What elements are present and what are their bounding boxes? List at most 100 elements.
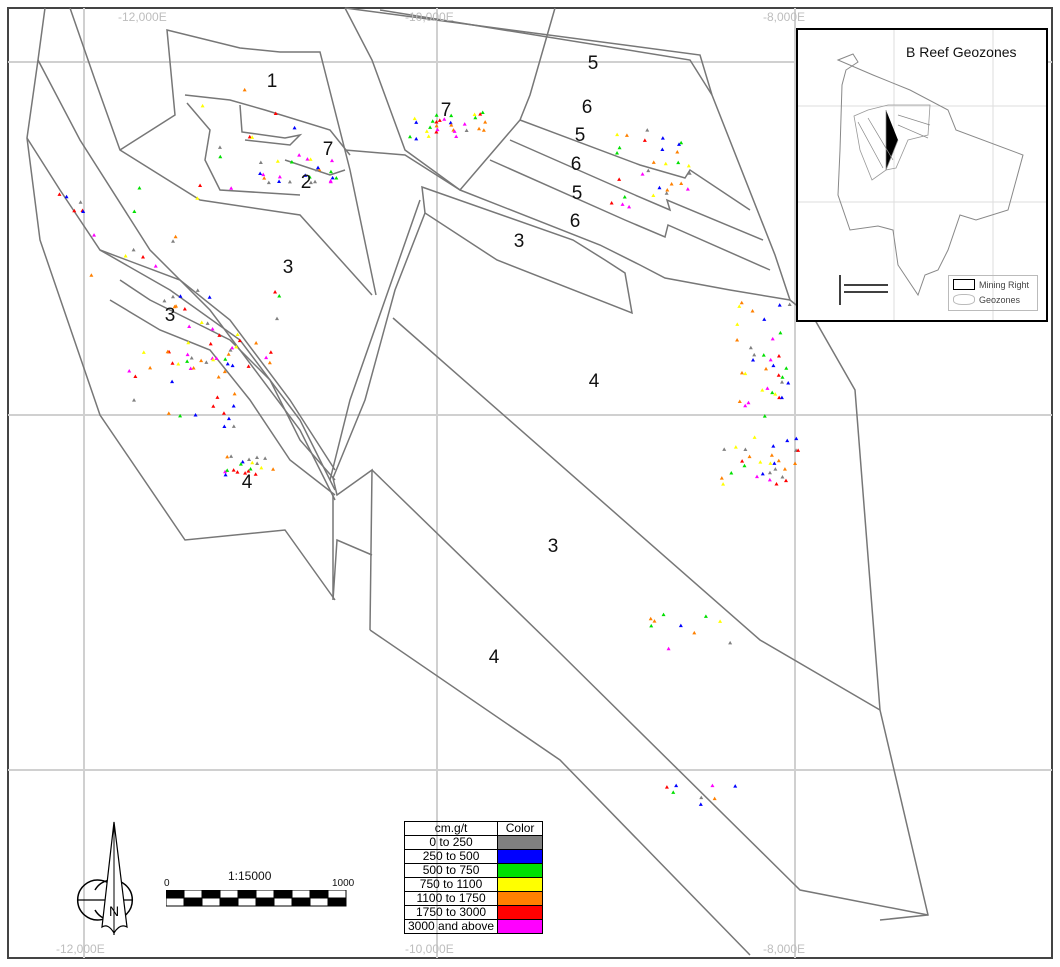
sample-point <box>165 349 170 354</box>
sample-point <box>193 413 198 417</box>
zone-boundary <box>37 59 336 501</box>
sample-point <box>780 375 785 379</box>
sample-point <box>81 209 86 213</box>
sample-point <box>277 179 282 183</box>
sample-point <box>187 324 192 329</box>
zone-label: 3 <box>164 305 176 326</box>
sample-point <box>263 456 268 460</box>
sample-point <box>303 173 308 177</box>
zone-boundary <box>329 199 421 481</box>
sample-point <box>205 321 210 325</box>
sample-point <box>262 176 267 180</box>
sample-point <box>434 119 439 124</box>
legend-row: 0 to 250 <box>403 835 544 850</box>
zone-boundary <box>119 29 377 296</box>
sample-point <box>185 359 190 363</box>
legend-class-label: 1750 to 3000 <box>403 905 499 920</box>
sample-point <box>743 371 748 376</box>
zone-boundary <box>186 102 301 196</box>
sample-point <box>275 316 280 321</box>
zone-label: 4 <box>488 647 500 668</box>
sample-point <box>454 134 459 139</box>
sample-point <box>214 356 219 360</box>
sample-point <box>622 195 627 199</box>
sample-point <box>64 194 69 199</box>
sample-point <box>250 460 255 465</box>
axis-label-bottom: -8,000E <box>763 942 806 956</box>
sample-point <box>685 187 690 191</box>
sample-point <box>231 468 236 472</box>
sample-point <box>247 134 252 139</box>
sample-point <box>137 185 142 190</box>
sample-point <box>200 103 205 108</box>
zone-boundary <box>184 94 351 156</box>
zone-boundary <box>421 185 633 315</box>
legend-row: 1750 to 3000 <box>403 905 544 920</box>
sample-point <box>199 358 204 363</box>
zone-boundary <box>69 7 373 296</box>
sample-point <box>777 395 782 400</box>
sample-point <box>657 185 662 190</box>
sample-point <box>248 467 253 471</box>
sample-point <box>758 460 763 464</box>
sample-point <box>222 369 227 374</box>
sample-point <box>660 136 665 140</box>
sample-point <box>478 112 483 116</box>
axis-label-top: -12,000E <box>118 10 167 24</box>
scale-end: 1000 <box>332 878 355 889</box>
sample-point <box>617 177 622 181</box>
sample-point <box>240 459 245 464</box>
sample-point <box>235 470 240 474</box>
sample-point <box>412 116 417 121</box>
legend-class-label: 750 to 1100 <box>403 877 499 892</box>
sample-point <box>277 294 282 298</box>
sample-point <box>646 168 651 173</box>
legend-color-swatch <box>497 919 544 934</box>
sample-point <box>222 424 227 429</box>
sample-point <box>674 783 679 788</box>
zone-boundary <box>519 119 751 211</box>
sample-point <box>186 340 191 345</box>
legend-class-label: 500 to 750 <box>403 863 499 878</box>
legend-header-value: cm.g/t <box>403 821 499 836</box>
sample-point <box>767 470 772 475</box>
zone-boundary <box>489 159 771 271</box>
sample-point <box>242 87 247 92</box>
sample-point <box>141 350 146 354</box>
sample-point <box>266 180 271 185</box>
sample-point <box>170 361 175 365</box>
sample-point <box>768 461 773 465</box>
sample-point <box>131 247 136 252</box>
sample-point <box>737 399 742 403</box>
sample-point <box>677 142 682 146</box>
sample-point <box>779 395 784 400</box>
sample-point <box>617 145 622 150</box>
zone-label: 5 <box>574 125 586 146</box>
sample-point <box>275 159 280 163</box>
geozone-boundaries <box>26 7 929 956</box>
sample-point <box>435 127 440 132</box>
sample-point <box>182 307 187 311</box>
sample-point <box>760 388 765 392</box>
sample-point <box>170 294 175 299</box>
sample-point <box>188 366 193 371</box>
scale-start: 0 <box>164 878 170 889</box>
sample-point <box>678 623 683 628</box>
sample-point <box>428 125 433 129</box>
legend-class-label: 1100 to 1750 <box>403 891 499 906</box>
legend-row: 250 to 500 <box>403 849 544 864</box>
sample-point <box>624 133 629 137</box>
sample-point <box>640 172 645 176</box>
sample-point <box>750 308 755 313</box>
inset-title: B Reef Geozones <box>906 44 1017 60</box>
sample-point <box>211 404 216 408</box>
sample-point <box>692 630 697 635</box>
zone-label: 4 <box>588 371 600 392</box>
sample-point <box>675 150 680 154</box>
sample-point <box>235 332 240 336</box>
sample-point <box>215 395 220 399</box>
zone-boundary <box>344 149 461 191</box>
sample-point <box>225 454 230 459</box>
sample-point <box>449 113 454 118</box>
sample-point <box>216 375 221 379</box>
